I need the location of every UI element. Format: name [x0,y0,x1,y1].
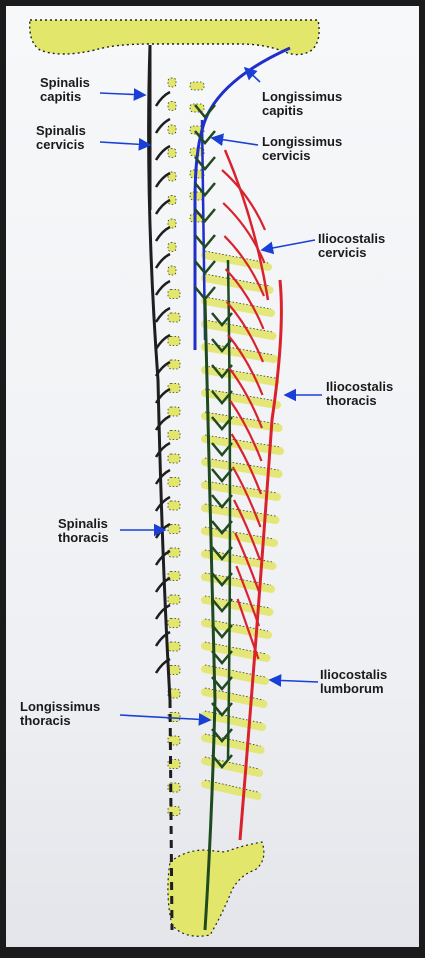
vertebra [168,360,180,369]
vertebra [168,337,180,346]
vertebra [168,619,180,628]
label-iliocostalis-lumborum: Iliocostalislumborum [320,668,387,696]
vertebra [168,525,180,534]
vertebra [168,642,180,651]
vertebra [168,243,176,252]
transverse-process [190,82,204,90]
vertebra [168,384,180,393]
vertebra [168,501,180,510]
vertebra [168,266,176,275]
vertebra [168,595,180,604]
vertebra [168,313,180,322]
label-longissimus-capitis: Longissimuscapitis [262,90,342,118]
vertebra [168,431,180,440]
vertebra [168,454,180,463]
label-longissimus-cervicis: Longissimuscervicis [262,135,342,163]
vertebra [168,125,176,134]
vertebra [168,478,180,487]
vertebra [168,407,180,416]
vertebra [168,78,176,87]
vertebra [168,149,176,158]
vertebra [168,102,176,111]
vertebra [168,290,180,299]
